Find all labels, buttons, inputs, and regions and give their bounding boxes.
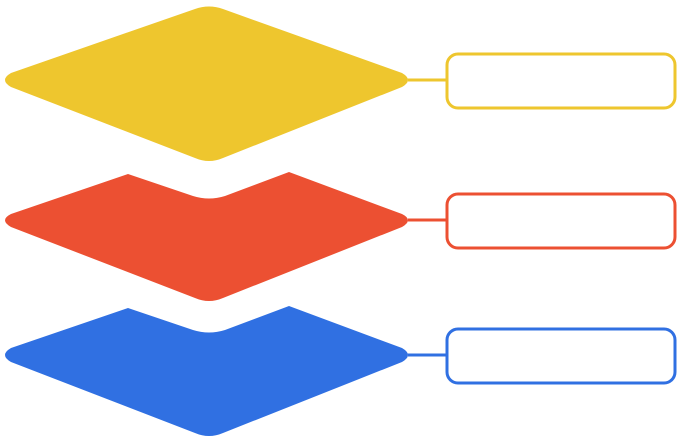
layer-top-label-box[interactable] [445,52,677,110]
layer-top-shape [5,6,408,161]
layer-bottom-shape [5,306,408,436]
layer-middle-label-box[interactable] [445,192,677,250]
layer-middle [5,172,677,301]
layer-top [5,6,677,161]
layer-bottom-label-box[interactable] [445,327,677,385]
layer-middle-shape [5,172,408,301]
layer-bottom [5,306,677,436]
